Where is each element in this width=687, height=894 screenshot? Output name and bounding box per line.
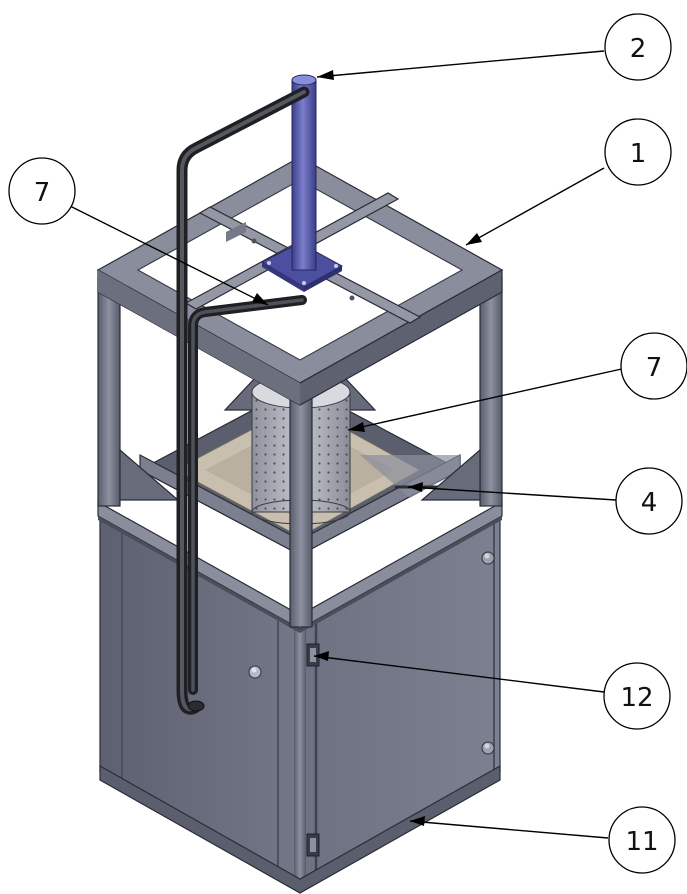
flange-bolt-3 bbox=[302, 281, 306, 285]
callout-label-4: 4 bbox=[641, 488, 658, 518]
top-frame-side-left bbox=[98, 270, 300, 405]
leader-4 bbox=[407, 486, 617, 501]
callout-label-1: 1 bbox=[630, 139, 647, 169]
crossbar-clip bbox=[226, 222, 246, 242]
shaft-assembly bbox=[260, 74, 344, 292]
door-knob-bottom[interactable] bbox=[481, 741, 495, 755]
lower-cabinet bbox=[97, 500, 503, 894]
arrowhead-2 bbox=[317, 70, 334, 80]
leader-1 bbox=[465, 167, 605, 246]
pipe-end bbox=[187, 700, 205, 712]
bolt-2 bbox=[349, 295, 355, 301]
leaders bbox=[69, 50, 627, 839]
side-fitting bbox=[248, 665, 262, 679]
callout-label-7a: 7 bbox=[34, 178, 51, 208]
callout-7b: 7 bbox=[620, 332, 687, 400]
callout-1: 1 bbox=[604, 118, 672, 186]
leader-7b bbox=[347, 367, 627, 431]
callout-4: 4 bbox=[615, 467, 683, 535]
shaft bbox=[291, 79, 317, 271]
deck-rail-slot bbox=[360, 455, 460, 498]
bolt-1 bbox=[251, 238, 257, 244]
callout-label-11: 11 bbox=[625, 827, 658, 857]
callout-11: 11 bbox=[608, 806, 676, 874]
pipe bbox=[176, 86, 310, 715]
callout-label-2: 2 bbox=[630, 34, 647, 64]
arrowhead-11 bbox=[410, 816, 425, 826]
shaft-flange-edge bbox=[262, 262, 304, 292]
flange-bolt-2 bbox=[334, 264, 338, 268]
arrowhead-4 bbox=[408, 482, 423, 492]
upper-frame-posts bbox=[97, 277, 503, 628]
bottom-band bbox=[99, 764, 501, 894]
gusset-left bbox=[119, 448, 180, 501]
flange-bolt-1 bbox=[267, 261, 271, 265]
door-hinge-bottom bbox=[306, 833, 320, 857]
post-left bbox=[97, 277, 121, 507]
arrowhead-7b bbox=[348, 422, 365, 432]
callout-12: 12 bbox=[603, 662, 671, 730]
leader-11 bbox=[409, 820, 609, 839]
callout-7a: 7 bbox=[8, 157, 76, 225]
leader-2 bbox=[316, 50, 605, 78]
shaft-top bbox=[291, 74, 317, 86]
arrowhead-12 bbox=[314, 651, 329, 661]
callout-label-12: 12 bbox=[620, 683, 653, 713]
callout-2: 2 bbox=[604, 13, 672, 81]
leader-12 bbox=[313, 655, 605, 693]
cabinet-corner-post bbox=[294, 620, 306, 888]
leader-7a bbox=[69, 205, 269, 306]
shaft-flange-edge-2 bbox=[304, 266, 342, 292]
gusset-right bbox=[420, 448, 481, 501]
post-right bbox=[479, 277, 503, 507]
callout-label-7b: 7 bbox=[646, 353, 663, 383]
door-knob-top[interactable] bbox=[481, 551, 495, 565]
arrowhead-1 bbox=[466, 233, 482, 245]
arrowhead-7a bbox=[252, 293, 268, 305]
